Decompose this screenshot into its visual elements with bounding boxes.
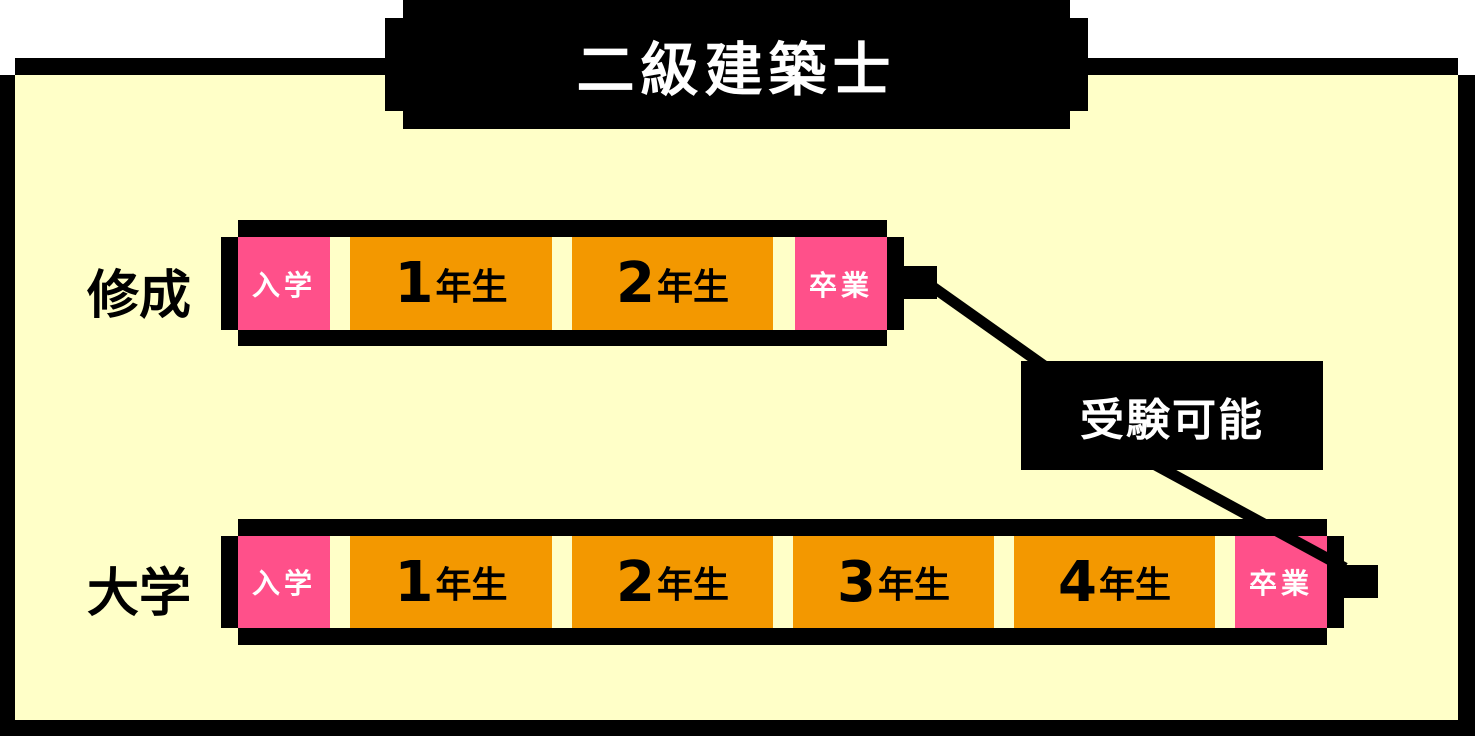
- year-number: 1: [394, 251, 434, 316]
- year-suffix: 年生: [435, 565, 508, 606]
- year-number: 1: [394, 549, 434, 615]
- year-number: 3: [837, 549, 876, 615]
- year-number: 4: [1058, 549, 1097, 615]
- bar-plug: [900, 266, 937, 299]
- year-suffix: 年生: [1098, 565, 1171, 606]
- title-box: [403, 0, 1070, 129]
- segment-entry: 入学: [238, 536, 330, 628]
- connector-line-bottom: [1147, 457, 1348, 573]
- segment-graduation: 卒業: [1235, 536, 1327, 628]
- exam-eligible-callout: 受験可能: [1021, 361, 1323, 470]
- segment-entry: 入学: [238, 237, 330, 330]
- segment-graduation: 卒業: [795, 237, 887, 330]
- year-suffix: 年生: [877, 565, 950, 606]
- year-suffix: 年生: [656, 266, 729, 308]
- row-label-university: 大学: [86, 564, 191, 624]
- year-suffix: 年生: [435, 266, 508, 308]
- year-number: 2: [616, 549, 655, 615]
- bar-plug: [1340, 565, 1378, 598]
- connector-line-top: [926, 280, 1054, 375]
- page-title: 二級建築士: [576, 35, 897, 104]
- row-label-shusei: 修成: [86, 266, 191, 326]
- year-suffix: 年生: [656, 565, 729, 606]
- year-number: 2: [616, 251, 655, 316]
